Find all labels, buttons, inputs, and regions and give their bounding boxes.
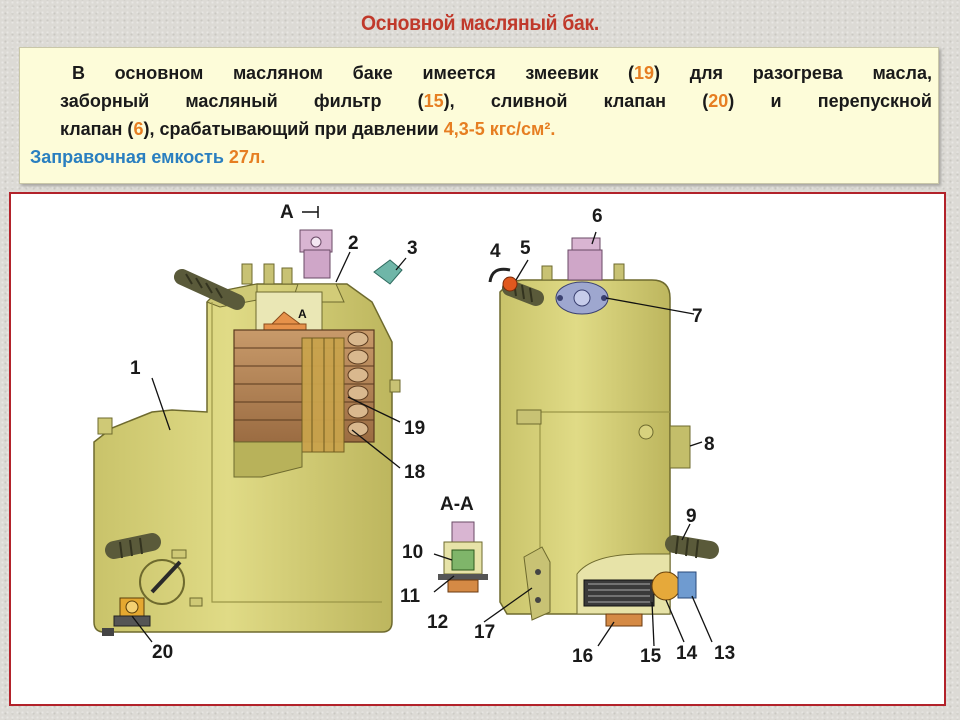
callout-2: 2 bbox=[348, 233, 359, 254]
description-line-3: клапан (6), срабатывающий при давлении 4… bbox=[60, 119, 556, 139]
callout-4: 4 bbox=[490, 241, 501, 262]
callout-13: 13 bbox=[714, 643, 735, 664]
bottom-hose-left bbox=[105, 533, 161, 559]
tank-diagram: А А А-А bbox=[9, 192, 946, 706]
filler-cap bbox=[97, 417, 113, 435]
mount-bracket bbox=[523, 546, 551, 621]
callout-15: 15 bbox=[640, 646, 662, 667]
callout-5: 5 bbox=[520, 238, 531, 259]
drain-valve bbox=[102, 597, 151, 636]
capacity-value: 27л. bbox=[228, 147, 266, 167]
capacity-label: Заправочная емкость bbox=[30, 147, 229, 167]
section-view: А-А bbox=[438, 494, 488, 593]
flange bbox=[555, 281, 609, 315]
description-box: В основном масляном баке имеется змеевик… bbox=[19, 47, 939, 184]
breather-hose-right bbox=[502, 276, 544, 306]
ref-15: 15 bbox=[423, 91, 444, 111]
callout-16: 16 bbox=[572, 646, 593, 667]
inner-marker-label: А bbox=[298, 307, 307, 321]
breather-tube bbox=[488, 267, 511, 283]
description-line-2: заборный масляный фильтр (15), сливной к… bbox=[60, 91, 932, 111]
left-tank-view bbox=[93, 229, 403, 636]
page-title: Основной масляный бак. bbox=[361, 12, 599, 35]
bypass-valve bbox=[567, 237, 603, 281]
capacity-line: Заправочная емкость 27л. bbox=[30, 147, 265, 168]
bottom-plug bbox=[189, 597, 203, 607]
callout-19: 19 bbox=[404, 418, 425, 439]
right-tank-view bbox=[488, 237, 719, 627]
section-title: А-А bbox=[440, 494, 474, 515]
callout-18: 18 bbox=[404, 462, 425, 483]
inlet-hose-left bbox=[174, 269, 245, 310]
ref-6: 6 bbox=[133, 119, 144, 139]
side-bracket bbox=[389, 379, 401, 393]
drain-valve-body bbox=[139, 559, 185, 605]
callout-9: 9 bbox=[686, 506, 697, 527]
ref-19: 19 bbox=[634, 63, 655, 83]
callout-1: 1 bbox=[130, 358, 141, 379]
callout-10: 10 bbox=[402, 542, 423, 563]
section-marker-label: А bbox=[280, 202, 294, 223]
callout-14: 14 bbox=[676, 643, 698, 664]
tank-drawing: А А А-А bbox=[93, 202, 735, 667]
callout-20: 20 bbox=[152, 642, 173, 663]
pressure-value: 4,3-5 кгс/см². bbox=[443, 119, 556, 139]
top-valve-housing bbox=[291, 229, 345, 303]
callout-8: 8 bbox=[704, 434, 715, 455]
intake-filter bbox=[576, 553, 697, 627]
side-box bbox=[669, 425, 691, 469]
description-paragraph: В основном масляном баке имеется змеевик… bbox=[60, 59, 932, 143]
leader-lines bbox=[131, 231, 713, 647]
callout-11: 11 bbox=[400, 586, 421, 607]
ref-20: 20 bbox=[708, 91, 729, 111]
top-fitting-c bbox=[281, 267, 293, 285]
callout-12: 12 bbox=[427, 612, 448, 633]
outlet-hose bbox=[665, 535, 719, 559]
callout-3: 3 bbox=[407, 238, 418, 259]
callout-7: 7 bbox=[692, 306, 703, 327]
heating-coil bbox=[233, 329, 375, 453]
callout-17: 17 bbox=[474, 622, 495, 643]
callout-6: 6 bbox=[592, 206, 603, 227]
top-fitting-b bbox=[263, 263, 275, 285]
description-line-1: В основном масляном баке имеется змеевик… bbox=[72, 63, 932, 83]
breather-fitting bbox=[373, 259, 403, 285]
top-fitting-a bbox=[241, 263, 253, 285]
